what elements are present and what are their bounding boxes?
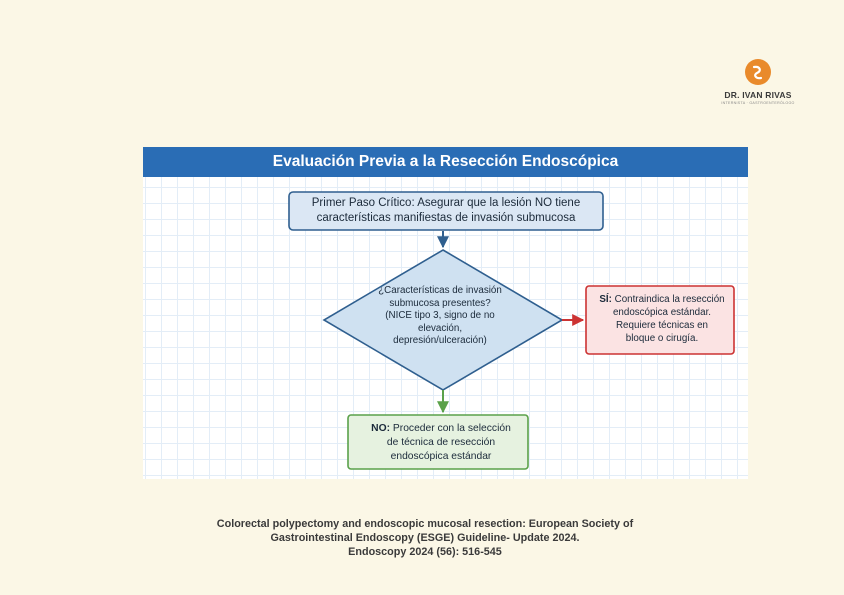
yes-box	[585, 285, 735, 355]
citation: Colorectal polypectomy and endoscopic mu…	[130, 517, 720, 559]
citation-line-1: Colorectal polypectomy and endoscopic mu…	[216, 518, 634, 530]
flowchart-shapes	[288, 191, 735, 470]
no-box	[347, 414, 529, 470]
flowchart-figure: Evaluación Previa a la Resección Endoscó…	[143, 147, 748, 479]
yes-branch-text: SÍ: Contraindica la resección endoscópic…	[599, 294, 725, 344]
logo-subtitle: INTERNISTA · GASTROENTERÓLOGO	[721, 101, 795, 105]
flowchart-title: Evaluación Previa a la Resección Endoscó…	[143, 147, 748, 177]
gastro-logo-icon	[745, 59, 771, 85]
citation-line-3: Endoscopy 2024 (56): 516-545	[348, 546, 502, 558]
logo-name: DR. IVAN RIVAS	[724, 90, 792, 100]
no-branch-text: NO: Proceder con la selección de técnica…	[371, 423, 511, 462]
step-box	[288, 191, 604, 231]
no-label: NO:	[371, 423, 391, 434]
citation-line-2: Gastrointestinal Endoscopy (ESGE) Guidel…	[270, 532, 580, 544]
step-text: Primer Paso Crítico: Asegurar que la les…	[311, 197, 581, 224]
yes-label: SÍ:	[599, 294, 612, 305]
brand-logo: DR. IVAN RIVAS INTERNISTA · GASTROENTERÓ…	[716, 58, 800, 112]
decision-text: ¿Características de invasión submucosa p…	[378, 285, 502, 346]
